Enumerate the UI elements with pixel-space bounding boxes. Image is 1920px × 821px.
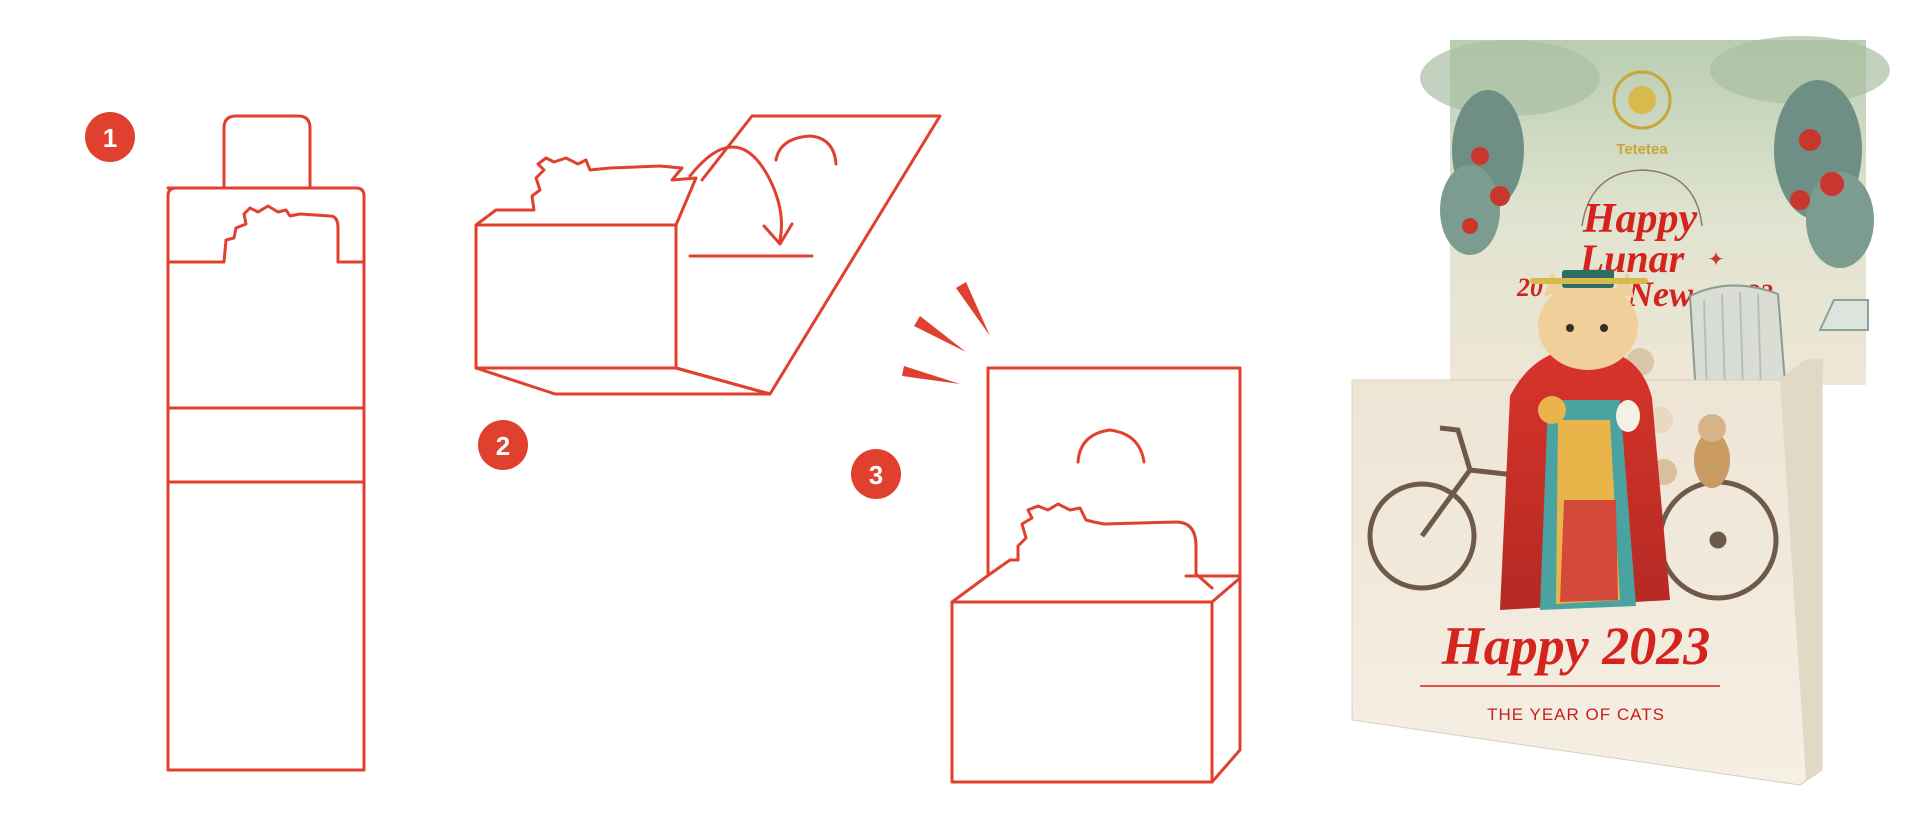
step-1-number: 1 (103, 123, 117, 153)
step-2-fold-arrow (688, 145, 783, 242)
card-main-greeting: Happy 2023 (1441, 616, 1710, 676)
card-year-left: 20 (1516, 273, 1543, 302)
step-2-fold-drawing (474, 114, 942, 396)
step-1-cat-cutout (166, 204, 366, 264)
step-1-badge: 1 (85, 112, 135, 162)
step-2-side-panel (674, 114, 942, 396)
cat-god-of-wealth-illustration (1500, 270, 1670, 610)
right-orange-tree (1774, 80, 1874, 331)
step-1-flat-card-drawing (166, 114, 366, 772)
card-header-line-1: Happy (1582, 196, 1698, 242)
step-1-card-outline (166, 186, 366, 772)
step-3-badge: 3 (851, 449, 901, 499)
card-subtitle: THE YEAR OF CATS (1487, 705, 1665, 724)
step-2-arrow-head (762, 222, 794, 246)
sparkle-icon: ✦ (1708, 249, 1725, 271)
step-3-tab-arc (1076, 428, 1146, 464)
step-3-back-panel (986, 366, 1242, 580)
step-3-front-top (950, 572, 992, 604)
step-3-assembled-drawing (950, 366, 1242, 784)
pop-burst-icon (902, 282, 990, 384)
step-2-base-panel (474, 223, 678, 370)
step-1-top-tab (222, 114, 312, 190)
brand-logo: Tetetea (1612, 70, 1672, 158)
finished-card-illustration: Tetetea Happy Lunar New 20 23 ✦ (1351, 36, 1890, 786)
left-orange-tree (1440, 90, 1524, 255)
step-2-tab-arc (774, 134, 838, 166)
step-2-badge: 2 (478, 420, 528, 470)
step-3-number: 3 (869, 460, 883, 490)
step-3-right-side (1210, 576, 1242, 784)
step-2-number: 2 (496, 431, 510, 461)
brand-name: Tetetea (1616, 141, 1668, 158)
step-3-front-box (950, 600, 1214, 784)
step-2-cat-cutout (474, 156, 698, 227)
step-3-cat-cutout (988, 502, 1214, 590)
